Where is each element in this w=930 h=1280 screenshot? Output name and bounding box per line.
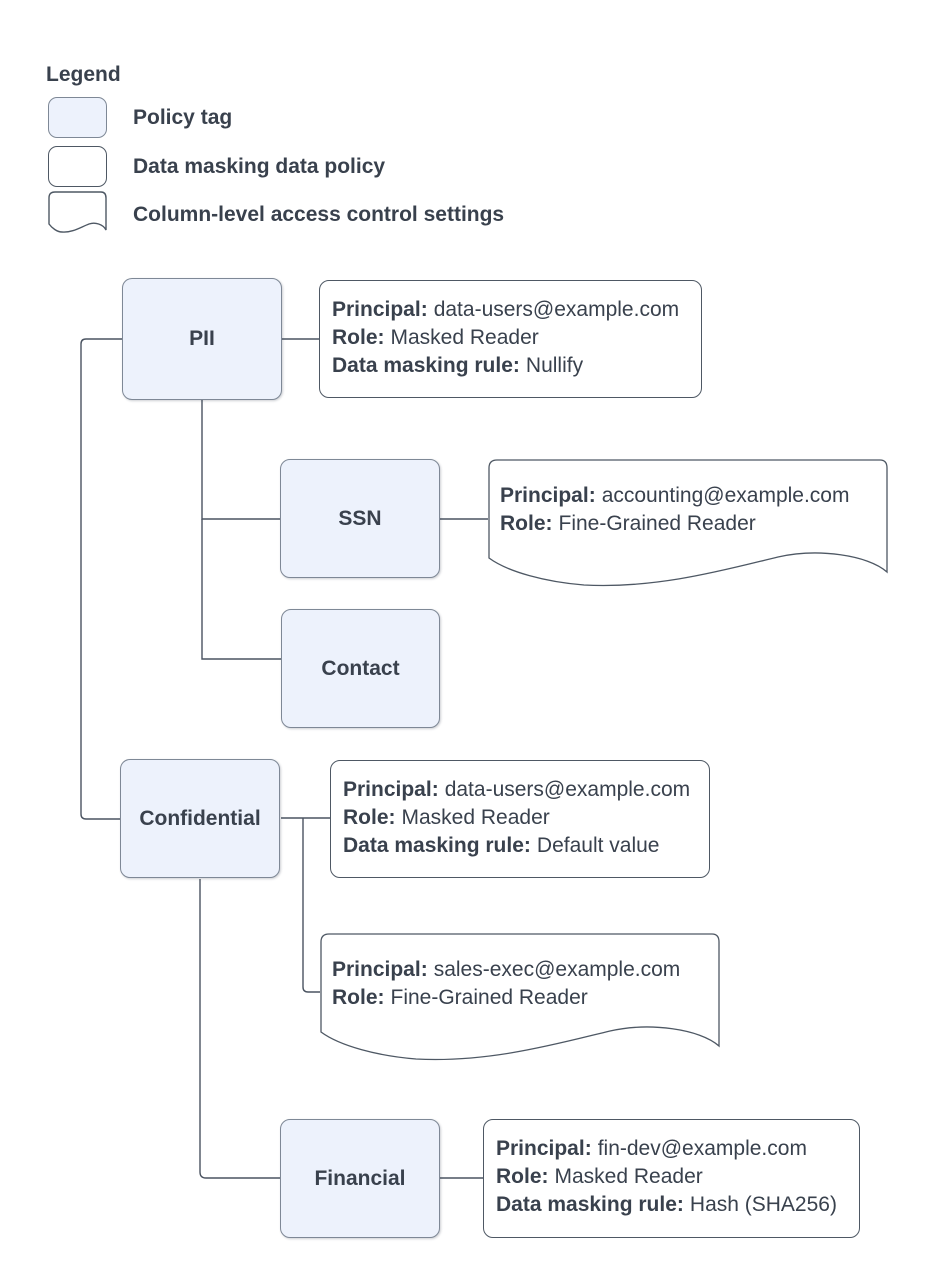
legend-item-access-control: Column-level access control settings	[48, 191, 504, 238]
policy-field-label: Principal:	[500, 484, 596, 507]
policy-field-label: Data masking rule:	[332, 354, 520, 377]
policy-field-label: Principal:	[332, 298, 428, 321]
connector-confidential-to-access-settings	[302, 818, 320, 993]
policy-field-value: Fine-Grained Reader	[558, 512, 756, 535]
legend-item-label: Column-level access control settings	[133, 202, 505, 226]
access-settings-text: Principal:accounting@example.com Role:Fi…	[500, 482, 849, 538]
connector-pii-to-contact	[201, 519, 281, 660]
policy-field-value: Masked Reader	[390, 326, 539, 349]
policy-tag-swatch-icon	[48, 97, 107, 138]
masking-policy-financial: Principal:fin-dev@example.com Role:Maske…	[483, 1119, 860, 1238]
document-shape	[320, 933, 720, 1061]
policy-field-value: Nullify	[525, 354, 584, 377]
policy-field-value: sales-exec@example.com	[433, 958, 681, 981]
policy-field-value: Masked Reader	[401, 806, 550, 829]
policy-line: Role:Masked Reader	[332, 324, 689, 352]
access-settings-confidential: Principal:sales-exec@example.com Role:Fi…	[320, 933, 721, 1065]
access-settings-text: Principal:sales-exec@example.com Role:Fi…	[332, 956, 680, 1012]
legend-item-label: Policy tag	[133, 105, 233, 129]
policy-tag-label: Confidential	[139, 806, 261, 830]
policy-field-value: data-users@example.com	[444, 778, 691, 801]
connector-pii-to-ssn	[201, 400, 280, 520]
policy-tag-label: SSN	[338, 506, 382, 530]
policy-line: Role:Fine-Grained Reader	[332, 984, 680, 1012]
policy-field-label: Principal:	[496, 1137, 592, 1160]
access-settings-ssn: Principal:accounting@example.com Role:Fi…	[488, 459, 889, 591]
policy-field-label: Data masking rule:	[343, 834, 531, 857]
policy-field-value: accounting@example.com	[601, 484, 850, 507]
policy-field-label: Role:	[332, 326, 385, 349]
legend-item-label: Data masking data policy	[133, 154, 386, 178]
policy-field-label: Role:	[343, 806, 396, 829]
policy-line: Data masking rule:Nullify	[332, 352, 689, 380]
policy-field-value: Fine-Grained Reader	[390, 986, 588, 1009]
policy-line: Data masking rule:Hash (SHA256)	[496, 1191, 847, 1219]
policy-tag-label: Contact	[321, 656, 400, 680]
legend-title: Legend	[46, 63, 121, 86]
policy-tag-ssn: SSN	[280, 459, 440, 578]
data-policy-swatch-icon	[48, 146, 107, 187]
policy-tag-label: Financial	[314, 1166, 406, 1190]
document-swatch-icon	[48, 191, 107, 233]
policy-field-value: data-users@example.com	[433, 298, 680, 321]
policy-field-label: Data masking rule:	[496, 1193, 684, 1216]
policy-field-label: Principal:	[332, 958, 428, 981]
policy-tag-confidential: Confidential	[120, 759, 280, 878]
policy-field-value: Hash (SHA256)	[689, 1193, 837, 1216]
connector-confidential-to-financial	[199, 879, 280, 1179]
connector-rail-pii-confidential	[80, 338, 122, 820]
policy-line: Role:Masked Reader	[343, 804, 697, 832]
policy-tag-pii: PII	[122, 278, 282, 400]
policy-line: Role:Fine-Grained Reader	[500, 510, 849, 538]
policy-line: Principal:accounting@example.com	[500, 482, 849, 510]
policy-field-value: Default value	[536, 834, 660, 857]
policy-field-value: fin-dev@example.com	[597, 1137, 807, 1160]
policy-line: Principal:data-users@example.com	[332, 296, 689, 324]
policy-line: Role:Masked Reader	[496, 1163, 847, 1191]
policy-line: Principal:fin-dev@example.com	[496, 1135, 847, 1163]
policy-line: Principal:data-users@example.com	[343, 776, 697, 804]
legend-item-data-policy: Data masking data policy	[48, 146, 385, 187]
legend-item-policy-tag: Policy tag	[48, 97, 232, 138]
policy-line: Data masking rule:Default value	[343, 832, 697, 860]
policy-tag-financial: Financial	[280, 1119, 440, 1238]
document-shape	[488, 459, 888, 587]
policy-line: Principal:sales-exec@example.com	[332, 956, 680, 984]
policy-field-label: Principal:	[343, 778, 439, 801]
masking-policy-confidential: Principal:data-users@example.com Role:Ma…	[330, 760, 710, 878]
policy-tag-label: PII	[189, 327, 215, 350]
policy-field-label: Role:	[496, 1165, 549, 1188]
masking-policy-pii: Principal:data-users@example.com Role:Ma…	[319, 280, 702, 398]
policy-field-label: Role:	[332, 986, 385, 1009]
policy-field-value: Masked Reader	[554, 1165, 703, 1188]
policy-field-label: Role:	[500, 512, 553, 535]
policy-tag-contact: Contact	[281, 609, 440, 728]
